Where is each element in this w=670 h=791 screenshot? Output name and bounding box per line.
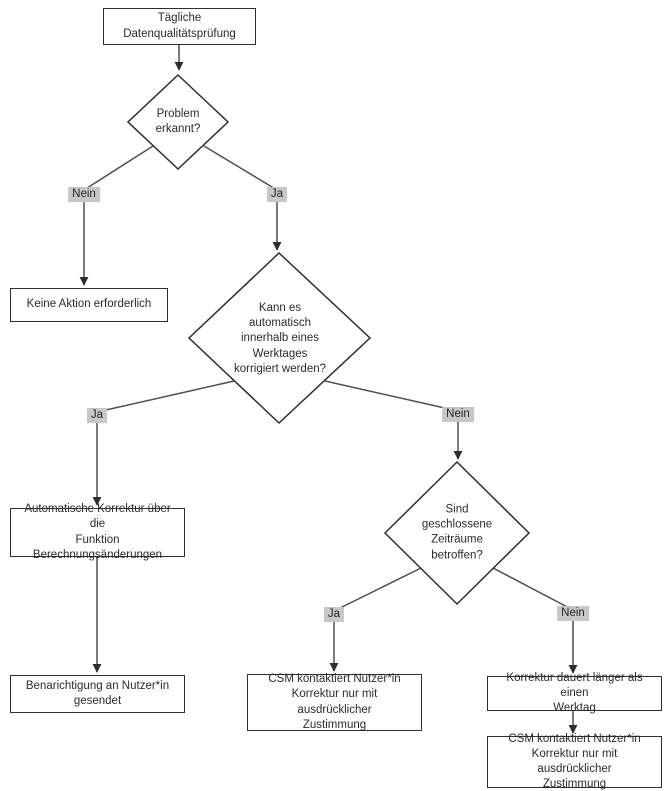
decision-auto-moeglich-shape [187,251,372,425]
node-benachrichtigung: Benarichtigung an Nutzer*in gesendet [10,675,185,713]
node-keine-aktion: Keine Aktion erforderlich [10,288,168,322]
edge-label-nein-1: Nein [68,187,100,203]
edge-label-ja-3: Ja [323,607,345,623]
edge-label-nein-2: Nein [442,407,474,423]
connector-problem-nein-diagonal [83,145,154,191]
connector-zeitraeume-nein-diagonal [492,567,574,611]
node-csm-kontakt-nein: CSM kontaktiert Nutzer*in Korrektur nur … [487,733,662,790]
decision-zeitraeume-shape [383,460,531,606]
node-csm-kontakt-ja: CSM kontaktiert Nutzer*in Korrektur nur … [247,673,422,731]
decision-problem-erkannt-shape [126,73,230,171]
node-korrektur-dauer: Korrektur dauert länger als einen Werkta… [487,672,662,714]
edge-label-ja-1: Ja [266,187,288,203]
connector-zeitraeume-ja-diagonal [333,567,422,612]
edge-label-nein-3: Nein [557,606,589,622]
connector-auto-ja-diagonal [96,380,235,413]
connector-auto-nein-diagonal [324,380,459,412]
node-auto-korrektur: Automatische Korrektur über die Funktion… [10,503,185,561]
edge-label-ja-2: Ja [86,408,108,424]
connector-problem-ja-diagonal [203,145,278,191]
node-start: Tägliche Datenqualitätsprüfung [103,8,256,45]
